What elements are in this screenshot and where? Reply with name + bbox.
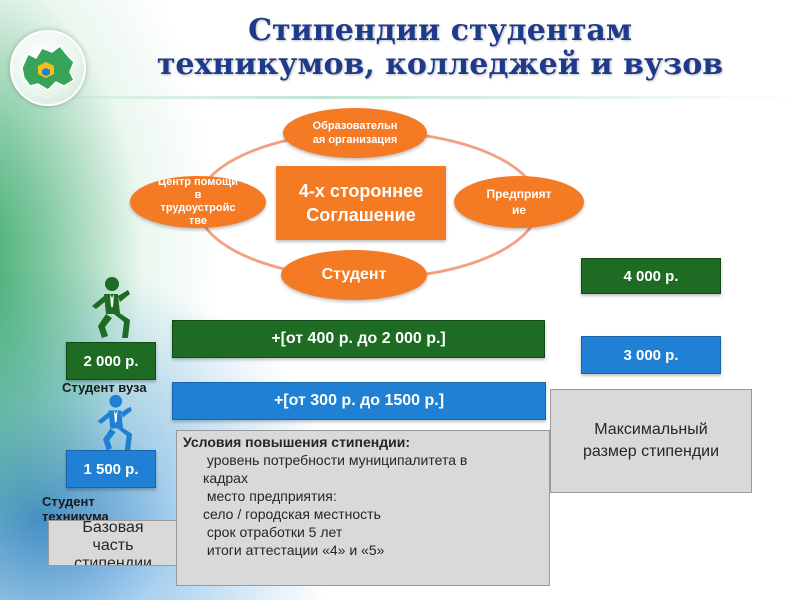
condition-item: итоги аттестации «4» и «5»	[183, 541, 543, 559]
region-map-logo-icon	[10, 30, 86, 106]
node-enterprise-line-1: Предприят	[486, 187, 552, 201]
max-size-line-1: Максимальный	[594, 421, 708, 438]
node-employment-center: Центр помощи в трудоустройс тве	[130, 176, 266, 228]
condition-3-line-1: срок отработки 5 лет	[206, 524, 343, 540]
base-part-line-1: Базовая	[82, 520, 144, 536]
base-part-line-2: часть	[92, 537, 134, 554]
agreement-center-box: 4-х стороннее Соглашение	[276, 166, 446, 240]
node-enterprise: Предприят ие	[454, 176, 584, 228]
max-amount-tech: 3 000 р.	[581, 336, 721, 374]
increment-tech: +[от 300 р. до 1500 р.]	[172, 382, 546, 420]
condition-2-line-2: село / городская местность	[203, 506, 381, 522]
node-edu-line-1: Образовательн	[312, 120, 398, 132]
climbing-student-green-icon	[84, 276, 134, 340]
max-size-label: Максимальный размер стипендии	[550, 389, 752, 493]
node-educational-organization: Образовательн ая организация	[283, 108, 427, 158]
page-title: Стипендии студентам техникумов, колледже…	[90, 14, 790, 82]
node-edu-line-2: ая организация	[312, 134, 398, 146]
max-amount-vuz: 4 000 р.	[581, 258, 721, 294]
node-center-line-2: в	[194, 189, 202, 201]
title-line-1: Стипендии студентам	[248, 13, 632, 48]
node-center-line-1: Центр помощи	[157, 176, 239, 188]
title-line-2: техникумов, колледжей и вузов	[156, 47, 724, 82]
max-amount-tech-text: 3 000 р.	[623, 346, 679, 364]
student-tech-label-line-2: техникума	[42, 509, 109, 522]
max-size-line-2: размер стипендии	[582, 443, 720, 460]
base-part-line-3: стипендии	[74, 555, 152, 566]
student-tech-label: Студент техникума	[42, 494, 109, 522]
node-enterprise-line-2: ие	[511, 203, 527, 217]
agreement-line-1: 4-х стороннее	[298, 181, 424, 201]
node-student: Студент	[281, 250, 427, 300]
conditions-box: Условия повышения стипендии: уровень пот…	[176, 430, 550, 586]
node-center-line-4: тве	[188, 215, 208, 227]
condition-1-line-1: уровень потребности муниципалитета в	[206, 452, 468, 468]
climbing-student-blue-icon	[90, 394, 136, 452]
base-amount-vuz: 2 000 р.	[66, 342, 156, 380]
condition-item: место предприятия:	[183, 487, 543, 505]
base-amount-vuz-text: 2 000 р.	[83, 352, 139, 370]
node-student-label: Студент	[321, 266, 387, 283]
student-vuz-label: Студент вуза	[62, 380, 147, 395]
agreement-line-2: Соглашение	[306, 205, 416, 225]
decorative-line	[0, 96, 800, 99]
condition-item: уровень потребности муниципалитета в	[183, 451, 543, 469]
base-amount-tech-text: 1 500 р.	[83, 460, 139, 478]
condition-item: срок отработки 5 лет	[183, 523, 543, 541]
student-vuz-label-text: Студент вуза	[62, 380, 147, 395]
increment-tech-text: +[от 300 р. до 1500 р.]	[273, 392, 445, 409]
conditions-title: Условия повышения стипендии:	[183, 434, 411, 450]
condition-2-line-1: место предприятия:	[206, 488, 337, 504]
increment-vuz: +[от 400 р. до 2 000 р.]	[172, 320, 545, 358]
base-part-label: Базовая часть стипендии	[48, 520, 178, 566]
base-amount-tech: 1 500 р.	[66, 450, 156, 488]
condition-1-line-2: кадрах	[203, 470, 248, 486]
student-tech-label-line-1: Студент	[42, 494, 95, 509]
condition-4-line-1: итоги аттестации «4» и «5»	[206, 542, 385, 558]
max-amount-vuz-text: 4 000 р.	[623, 267, 679, 285]
increment-vuz-text: +[от 400 р. до 2 000 р.]	[271, 330, 446, 347]
node-center-line-3: трудоустройс	[160, 202, 236, 214]
